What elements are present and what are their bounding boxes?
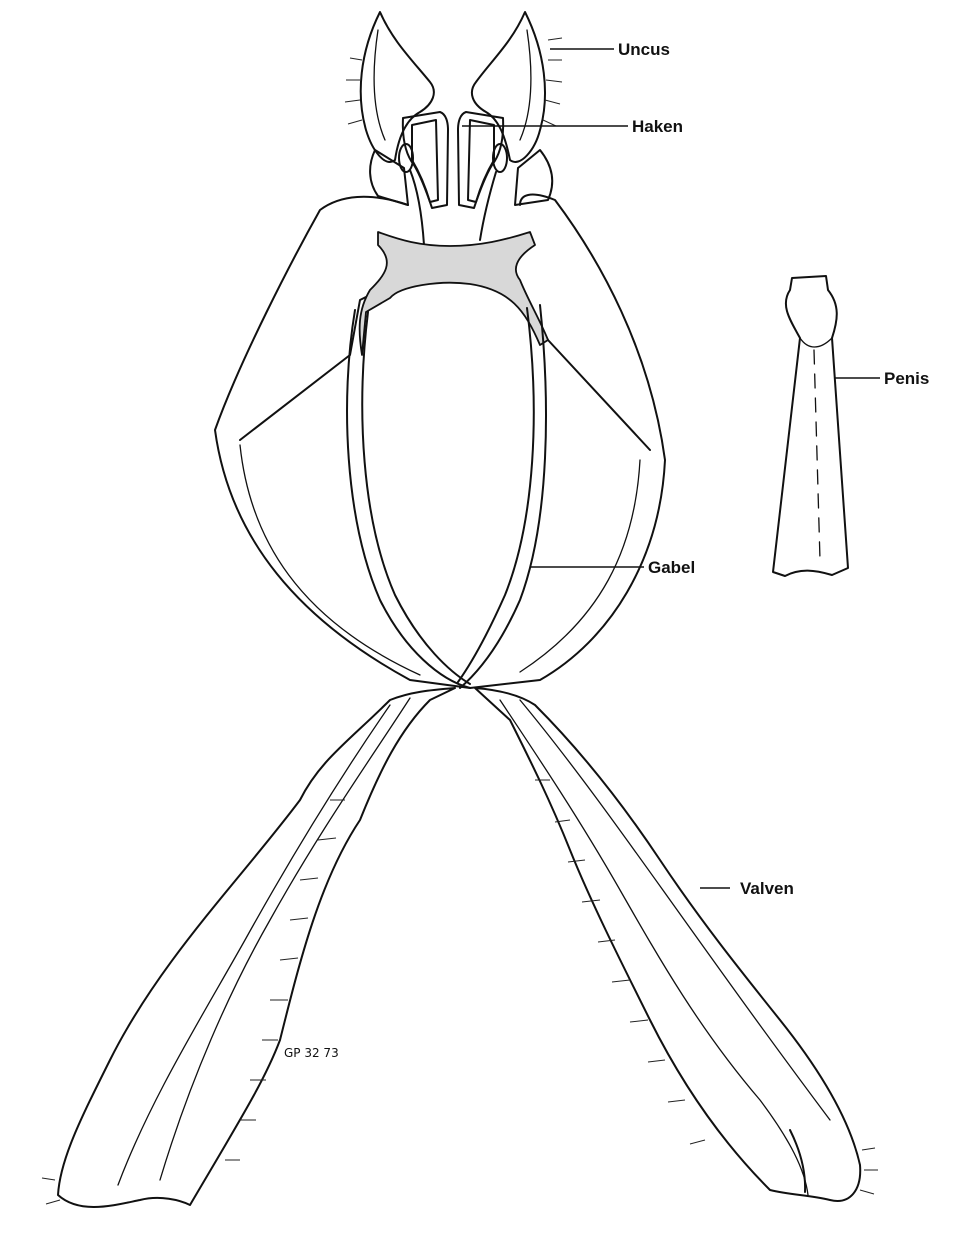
setae <box>42 38 878 1204</box>
label-valven: Valven <box>740 879 794 898</box>
label-uncus: Uncus <box>618 40 670 59</box>
label-gabel: Gabel <box>648 558 695 577</box>
gabel-structure <box>347 305 546 688</box>
label-penis: Penis <box>884 369 929 388</box>
specimen-note: GP 32 73 <box>284 1046 339 1060</box>
valven-structure <box>58 688 860 1207</box>
haken-structure <box>399 112 507 245</box>
leader-lines <box>462 49 880 888</box>
label-haken: Haken <box>632 117 683 136</box>
penis-structure <box>773 276 848 576</box>
body-capsule <box>215 195 665 688</box>
uncus-structure <box>361 12 552 205</box>
